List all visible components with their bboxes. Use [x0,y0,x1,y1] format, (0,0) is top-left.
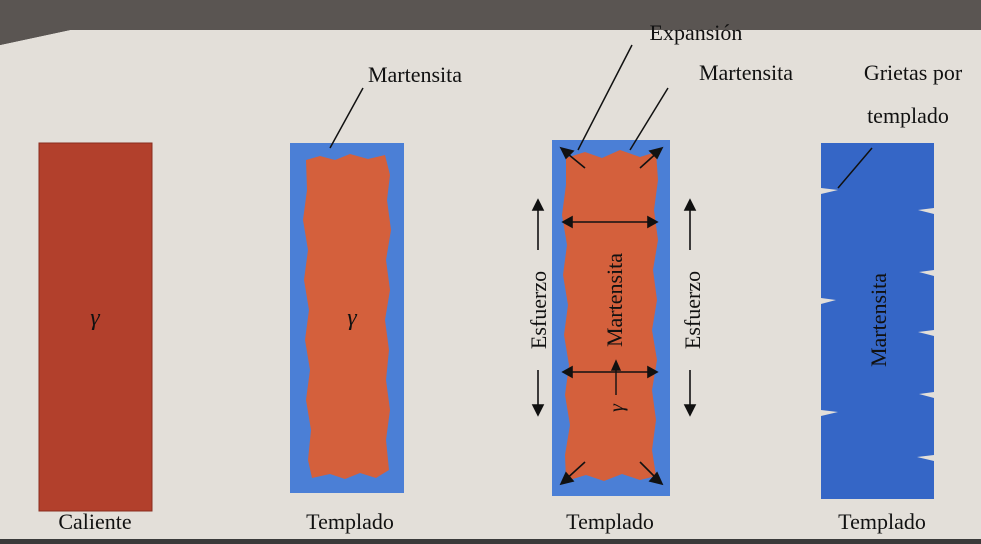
panel4-callout-line1: Grietas por [864,60,963,85]
panel3-expansion-callout: Expansión [650,20,743,45]
panel3-martensite-callout: Martensita [699,60,793,85]
panel3-left-stress-label: Esfuerzo [526,271,551,349]
panel1-caption: Caliente [58,509,131,534]
panel1-gamma-label: γ [90,305,100,331]
panel4-callout-line2: templado [867,103,949,128]
panel2-caption: Templado [306,509,394,534]
panel2-gamma-label: γ [347,305,357,331]
panel2-callout: Martensita [368,62,462,87]
panel3-right-stress-label: Esfuerzo [680,271,705,349]
panel3-caption: Templado [566,509,654,534]
panel4-martensite-label: Martensita [866,273,891,367]
panel3-gamma-label: γ [606,403,628,412]
panel4-caption: Templado [838,509,926,534]
panel3-center-martensite-label: Martensita [602,253,627,347]
